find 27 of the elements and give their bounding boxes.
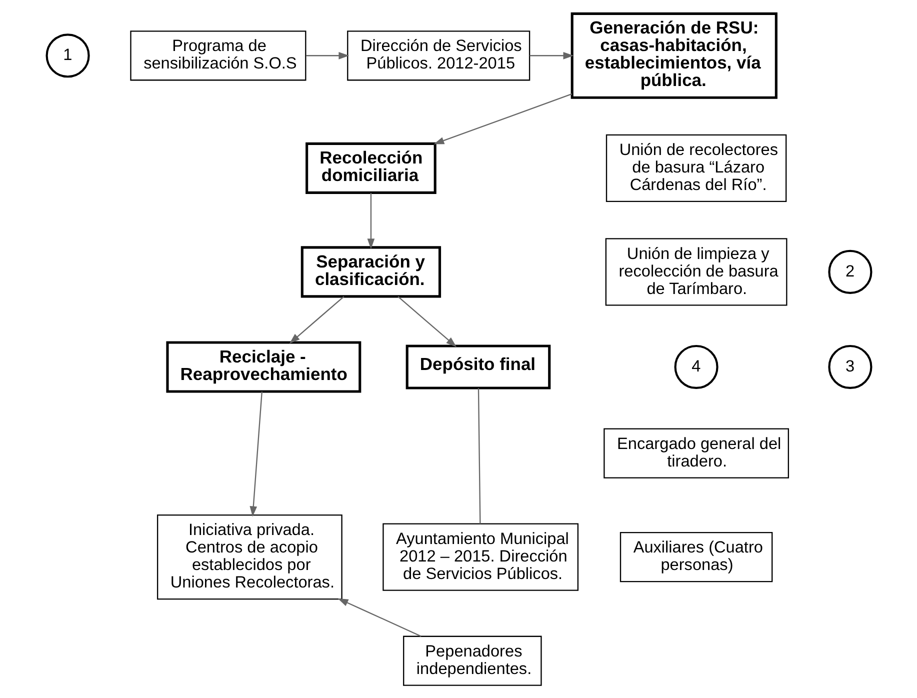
node-circle: 4	[674, 344, 718, 389]
node-box: Auxiliares (Cuatro personas)	[619, 532, 772, 582]
node-box: Unión de limpieza y recolección de basura de Tarímbaro.	[604, 238, 787, 306]
node-box: Programa de sensibilización S.O.S	[130, 30, 306, 80]
node-box: Iniciativa privada. Centros de acopio establecidos por Uniones Recolectoras.	[156, 514, 342, 600]
arrow	[249, 391, 262, 516]
node-circle: 1	[45, 33, 90, 78]
arrow	[288, 296, 344, 344]
node-box: Pepenadores independientes.	[402, 635, 542, 686]
node-box: Ayuntamiento Municipal 2012 – 2015. Dirección de Servicios Públicos.	[382, 522, 578, 590]
arrow	[306, 51, 349, 59]
node-box: Encargado general del tiradero.	[603, 428, 788, 478]
node-box: Generación de RSU: casas-habitación, establecimientos, vía pública.	[570, 12, 777, 98]
arrow	[337, 598, 421, 636]
arrow	[397, 296, 456, 347]
node-box: Recolección domiciliaria	[305, 142, 436, 194]
node-circle: 2	[828, 249, 872, 294]
node-box: Unión de recolectores de basura “Lázaro Cárdenas del Río”.	[605, 134, 786, 202]
connector	[477, 388, 480, 524]
node-box: Reciclaje - Reaprovechamiento	[166, 340, 361, 392]
node-box: Dirección de Servicios Públicos. 2012-2015	[346, 30, 530, 80]
node-box: Depósito final	[405, 344, 550, 389]
node-circle: 3	[828, 344, 872, 389]
node-box: Separación y clasificación.	[300, 246, 441, 298]
arrow	[366, 192, 374, 249]
arrow	[433, 92, 572, 144]
arrow	[529, 51, 574, 59]
